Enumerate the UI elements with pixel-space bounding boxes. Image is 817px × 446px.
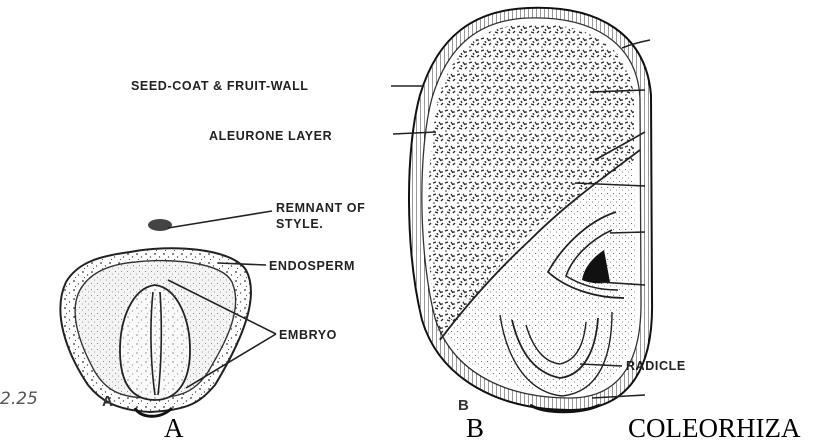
seed-a-style-remnant <box>148 219 172 231</box>
label-embryo: EMBRYO <box>279 328 337 342</box>
caption-a: A <box>164 413 184 443</box>
handwritten-mark: 2.25 <box>0 389 38 409</box>
label-aleurone-group: ALEURONE LAYER <box>209 129 436 143</box>
label-remnant-group: REMNANT OF STYLE. <box>168 201 365 231</box>
caption-b: B <box>466 413 484 443</box>
label-aleurone: ALEURONE LAYER <box>209 129 332 143</box>
panel-letter-b: B <box>458 397 469 414</box>
panel-letter-a: A <box>102 393 113 410</box>
label-seed-coat-group: SEED-COAT & FRUIT-WALL <box>131 79 423 93</box>
label-endosperm: ENDOSPERM <box>269 259 355 273</box>
label-radicle: RADICLE <box>626 359 686 373</box>
label-remnant-line2: STYLE. <box>276 217 323 231</box>
seed-a-illustration <box>60 219 251 416</box>
label-remnant-line1: REMNANT OF <box>276 201 365 215</box>
caption-coleorhiza: COLEORHIZA <box>628 413 801 443</box>
leader-remnant <box>168 211 272 228</box>
grain-b-illustration <box>409 8 652 412</box>
pointer-line <box>610 232 645 233</box>
label-seed-coat: SEED-COAT & FRUIT-WALL <box>131 79 309 93</box>
